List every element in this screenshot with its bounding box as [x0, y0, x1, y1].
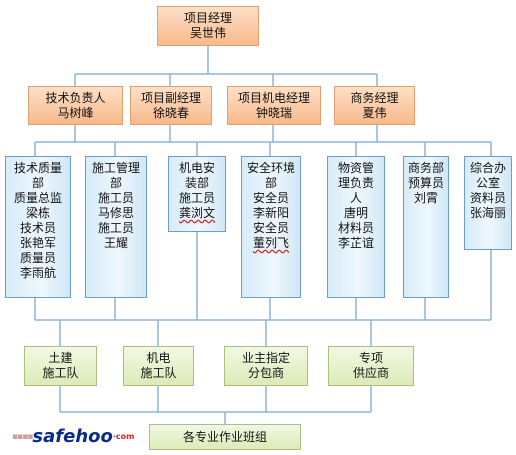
node-line: 部	[264, 176, 277, 190]
node-line: 机电	[146, 351, 171, 365]
node-line: 质量员	[19, 251, 56, 265]
node-line: 董列飞	[252, 236, 289, 250]
node-person: 徐晓春	[152, 105, 189, 120]
node-line: 各专业作业班组	[182, 429, 267, 444]
dept-node-general-office: 综合办 公室 资料员 张海丽	[464, 156, 512, 250]
watermark-hoo: hoo	[75, 426, 113, 447]
team-node-subcontractor: 业主指定 分包商	[224, 346, 308, 386]
node-line: 技术员	[19, 221, 56, 235]
watermark-dots: ▪▪▪▪	[12, 432, 33, 442]
manager-node-technical: 技术负责人 马树峰	[28, 86, 123, 125]
watermark-logo: ▪▪▪▪safehoo·com	[12, 428, 134, 446]
manager-node-business: 商务经理 夏伟	[334, 86, 415, 125]
node-line: 技术质量	[13, 161, 62, 175]
node-line: 安全环境	[246, 161, 295, 175]
node-line: 施工队	[140, 366, 177, 380]
node-line: 李芷谊	[337, 236, 374, 250]
work-crews-node: 各专业作业班组	[149, 424, 301, 450]
node-line: 梁栋	[25, 206, 50, 220]
node-line: 张艳军	[19, 236, 56, 250]
dept-node-materials: 物资管 理负责 人 唐明 材料员 李芷谊	[327, 156, 385, 298]
node-line: 刘霄	[413, 191, 438, 205]
node-line: 马修思	[97, 206, 134, 220]
node-line: 张海丽	[469, 206, 506, 220]
node-line: 机电安	[178, 161, 215, 175]
node-line: 施工员	[178, 191, 215, 205]
node-line: 李新阳	[252, 206, 289, 220]
team-node-electromechanical: 机电 施工队	[123, 346, 194, 386]
node-person: 夏伟	[362, 105, 387, 120]
node-line: 施工员	[97, 191, 134, 205]
node-line: 综合办	[469, 161, 506, 175]
node-line: 李雨航	[19, 266, 56, 280]
node-line: 施工管理	[91, 161, 140, 175]
node-line: 部	[109, 176, 122, 190]
watermark-com: ·com	[112, 432, 135, 441]
node-title: 技术负责人	[45, 90, 106, 105]
node-title: 项目经理	[183, 11, 232, 25]
dept-node-safety: 安全环境 部 安全员 李新阳 安全员 董列飞	[241, 156, 301, 298]
node-line: 理负责	[337, 176, 374, 190]
node-title: 项目副经理	[140, 90, 201, 105]
watermark-safe: safe	[32, 426, 76, 447]
node-line: 资料员	[469, 191, 506, 205]
node-line: 装部	[184, 176, 209, 190]
node-line: 商务部	[407, 161, 444, 175]
manager-node-deputy: 项目副经理 徐晓春	[130, 86, 212, 125]
dept-node-tech-quality: 技术质量 部 质量总监 梁栋 技术员 张艳军 质量员 李雨航	[5, 156, 71, 298]
manager-node-electromechanical: 项目机电经理 钟晓瑞	[227, 86, 321, 125]
node-line: 唐明	[343, 206, 368, 220]
node-line: 部	[31, 176, 44, 190]
node-line: 人	[349, 191, 362, 205]
project-manager-node: 项目经理 吴世伟	[157, 6, 259, 46]
node-line: 供应商	[352, 366, 389, 380]
node-title: 商务经理	[350, 90, 399, 105]
node-line: 物资管	[337, 161, 374, 175]
node-person: 钟晓瑞	[255, 105, 292, 120]
node-line: 土建	[48, 351, 73, 365]
node-line: 专项	[358, 351, 383, 365]
dept-node-business: 商务部 预算员 刘霄	[403, 156, 449, 298]
node-line: 龚浏文	[178, 206, 215, 220]
node-line: 质量总监	[13, 191, 62, 205]
node-line: 公室	[475, 176, 500, 190]
node-title: 项目机电经理	[237, 90, 310, 105]
team-node-supplier: 专项 供应商	[328, 346, 414, 386]
node-line: 施工员	[97, 221, 134, 235]
dept-node-electromechanical: 机电安 装部 施工员 龚浏文	[168, 156, 226, 232]
node-line: 王耀	[103, 236, 128, 250]
node-line: 施工队	[42, 366, 79, 380]
node-line: 分包商	[247, 366, 284, 380]
node-line: 业主指定	[241, 351, 290, 365]
node-line: 安全员	[252, 221, 289, 235]
dept-node-construction: 施工管理 部 施工员 马修思 施工员 王耀	[85, 156, 147, 298]
node-person: 吴世伟	[189, 26, 226, 40]
team-node-civil: 土建 施工队	[24, 346, 97, 386]
node-person: 马树峰	[57, 105, 94, 120]
node-line: 预算员	[407, 176, 444, 190]
node-line: 安全员	[252, 191, 289, 205]
node-line: 材料员	[337, 221, 374, 235]
